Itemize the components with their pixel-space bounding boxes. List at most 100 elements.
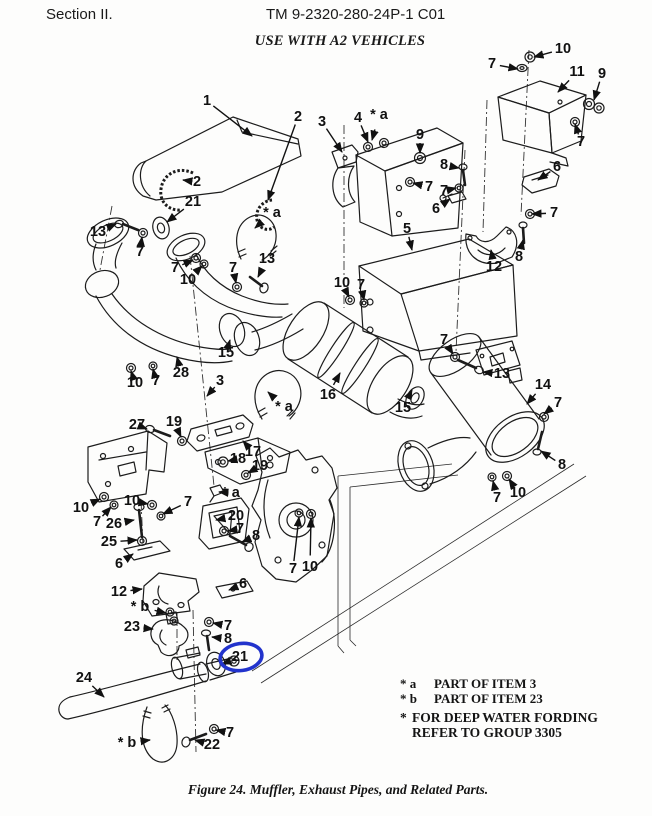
- leader-line: [242, 440, 253, 451]
- leader-line: [540, 450, 556, 462]
- callout-label: 20: [228, 508, 244, 524]
- leader-line: [130, 370, 138, 382]
- callout-label: 7: [229, 260, 237, 276]
- leader-line: [230, 272, 239, 284]
- callout-label: 25: [101, 534, 117, 550]
- leader-line: [228, 582, 240, 591]
- legend-text: PART OF ITEM 23: [434, 691, 543, 706]
- callout-label: 21: [232, 649, 248, 665]
- callout-label: 7: [93, 514, 101, 530]
- leader-line: [592, 81, 601, 101]
- leader-line: [267, 124, 296, 201]
- callout-label: 7: [440, 332, 448, 348]
- leader-line: [91, 685, 105, 698]
- callout-label: 2: [193, 174, 201, 190]
- callout-label: 7: [171, 260, 179, 276]
- callout-label: 8: [224, 631, 232, 647]
- leader-line: [247, 464, 259, 474]
- callout-label: 7: [440, 183, 448, 199]
- leader-line: [533, 50, 553, 59]
- callout-label: 8: [440, 157, 448, 173]
- callout-label: 15: [395, 400, 411, 416]
- leader-line: [173, 426, 182, 438]
- leader-line: [162, 504, 182, 515]
- callout-label: 4: [354, 110, 362, 126]
- leader-line: [254, 218, 265, 229]
- leader-line: [223, 339, 232, 351]
- legend-item: * a PART OF ITEM 3: [400, 676, 598, 691]
- callout-label: 10: [510, 485, 526, 501]
- locator-lines: [99, 49, 587, 753]
- callout-label: 14: [535, 377, 551, 393]
- callout-label: 10: [124, 493, 140, 509]
- callout-label: 6: [115, 556, 123, 572]
- leader-line: [444, 343, 454, 355]
- callout-label: 7: [152, 373, 160, 389]
- bracket-17-drawing: [87, 414, 291, 503]
- hanger-12-left-drawing: [142, 572, 254, 617]
- callout-label: 10: [555, 41, 571, 57]
- clamp-drawings: [159, 168, 275, 231]
- leader-line: [340, 286, 350, 298]
- callout-label: 3: [318, 114, 326, 130]
- leader-line: [574, 123, 582, 135]
- leader-line: [154, 606, 167, 615]
- callout-label: 16: [320, 387, 336, 403]
- callout-label: 6: [432, 201, 440, 217]
- leader-line: [105, 223, 117, 232]
- figure-caption: Figure 24. Muffler, Exhaust Pipes, and R…: [187, 782, 489, 797]
- leader-line: [482, 368, 493, 378]
- leader-line: [89, 498, 101, 507]
- callout-label: 7: [577, 134, 585, 150]
- leader-line: [215, 514, 227, 523]
- callout-label: 10: [73, 500, 89, 516]
- asterisk-marker: * a: [400, 676, 417, 691]
- bracket-11-drawing: [497, 80, 587, 167]
- asterisk-marker: * b: [400, 691, 417, 706]
- hanger-12-right-drawing: [465, 168, 560, 265]
- leader-line: [412, 181, 424, 190]
- section-label: Section II.: [46, 6, 113, 23]
- shield-5-drawing: [358, 238, 518, 361]
- callout-label: 10: [180, 272, 196, 288]
- callout-label: * b: [131, 599, 150, 615]
- legend-text: PART OF ITEM 3: [434, 676, 537, 691]
- leader-line: [358, 289, 367, 301]
- leader-line: [122, 553, 134, 563]
- callout-label: * a: [275, 399, 294, 415]
- leader-line: [182, 177, 194, 186]
- callout-label: 12: [111, 584, 127, 600]
- callout-label: 10: [302, 559, 318, 575]
- callout-label: 8: [558, 457, 566, 473]
- leader-line: [182, 259, 194, 268]
- leader-line: [192, 265, 203, 276]
- leader-line: [306, 517, 316, 556]
- leader-line: [360, 125, 369, 143]
- leader-line: [508, 478, 518, 490]
- leader-line: [557, 79, 570, 93]
- callout-label: 7: [226, 725, 234, 741]
- leader-line: [403, 389, 413, 401]
- resonator-drawing: [397, 332, 545, 492]
- callout-label: 7: [550, 205, 558, 221]
- leader-line: [526, 393, 537, 405]
- leader-line: [143, 623, 154, 633]
- leader-line: [137, 498, 149, 507]
- callout-label: 19: [252, 458, 268, 474]
- callout-label: 7: [236, 521, 244, 537]
- callout-label: 8: [515, 249, 523, 265]
- leader-line: [227, 525, 239, 534]
- callout-label: 10: [127, 375, 143, 391]
- callout-label: 5: [403, 221, 411, 237]
- leader-line: [211, 634, 222, 643]
- leader-line: [212, 620, 224, 629]
- callout-label: 13: [494, 366, 510, 382]
- callout-label: 7: [554, 395, 562, 411]
- callout-label: * a: [370, 107, 389, 123]
- callout-label: 12: [486, 259, 502, 275]
- callout-label: 8: [252, 528, 260, 544]
